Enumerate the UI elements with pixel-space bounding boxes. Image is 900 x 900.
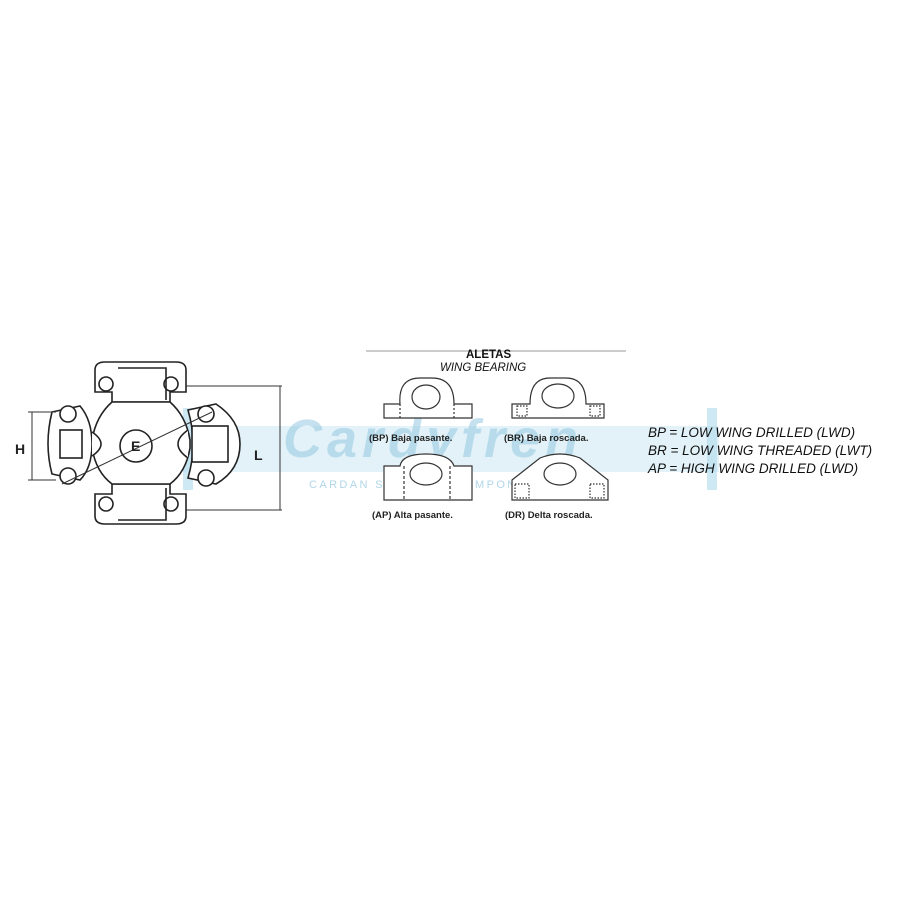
caption-bp: (BP) Baja pasante. — [369, 433, 453, 444]
legend-bp: BP = LOW WING DRILLED (LWD) — [648, 425, 856, 440]
caption-dr: (DR) Delta roscada. — [505, 510, 593, 521]
caption-ap: (AP) Alta pasante. — [372, 510, 453, 521]
wing-ap-drawing — [383, 453, 473, 501]
wings-title: ALETAS — [466, 349, 512, 361]
legend-br: BR = LOW WING THREADED (LWT) — [648, 443, 873, 458]
wing-br-drawing — [511, 377, 605, 419]
label-l: L — [254, 447, 263, 463]
center-circle — [119, 429, 153, 463]
caption-br: (BR) Baja roscada. — [504, 433, 589, 444]
label-e: E — [131, 438, 141, 454]
wing-dr-drawing — [511, 453, 609, 501]
label-h: H — [15, 441, 26, 457]
bottom-bearing-cap — [94, 483, 187, 525]
legend-ap: AP = HIGH WING DRILLED (LWD) — [648, 461, 859, 476]
top-bearing-cap — [94, 361, 187, 403]
wing-bp-drawing — [383, 377, 473, 419]
wings-subtitle: WING BEARING — [440, 362, 527, 374]
